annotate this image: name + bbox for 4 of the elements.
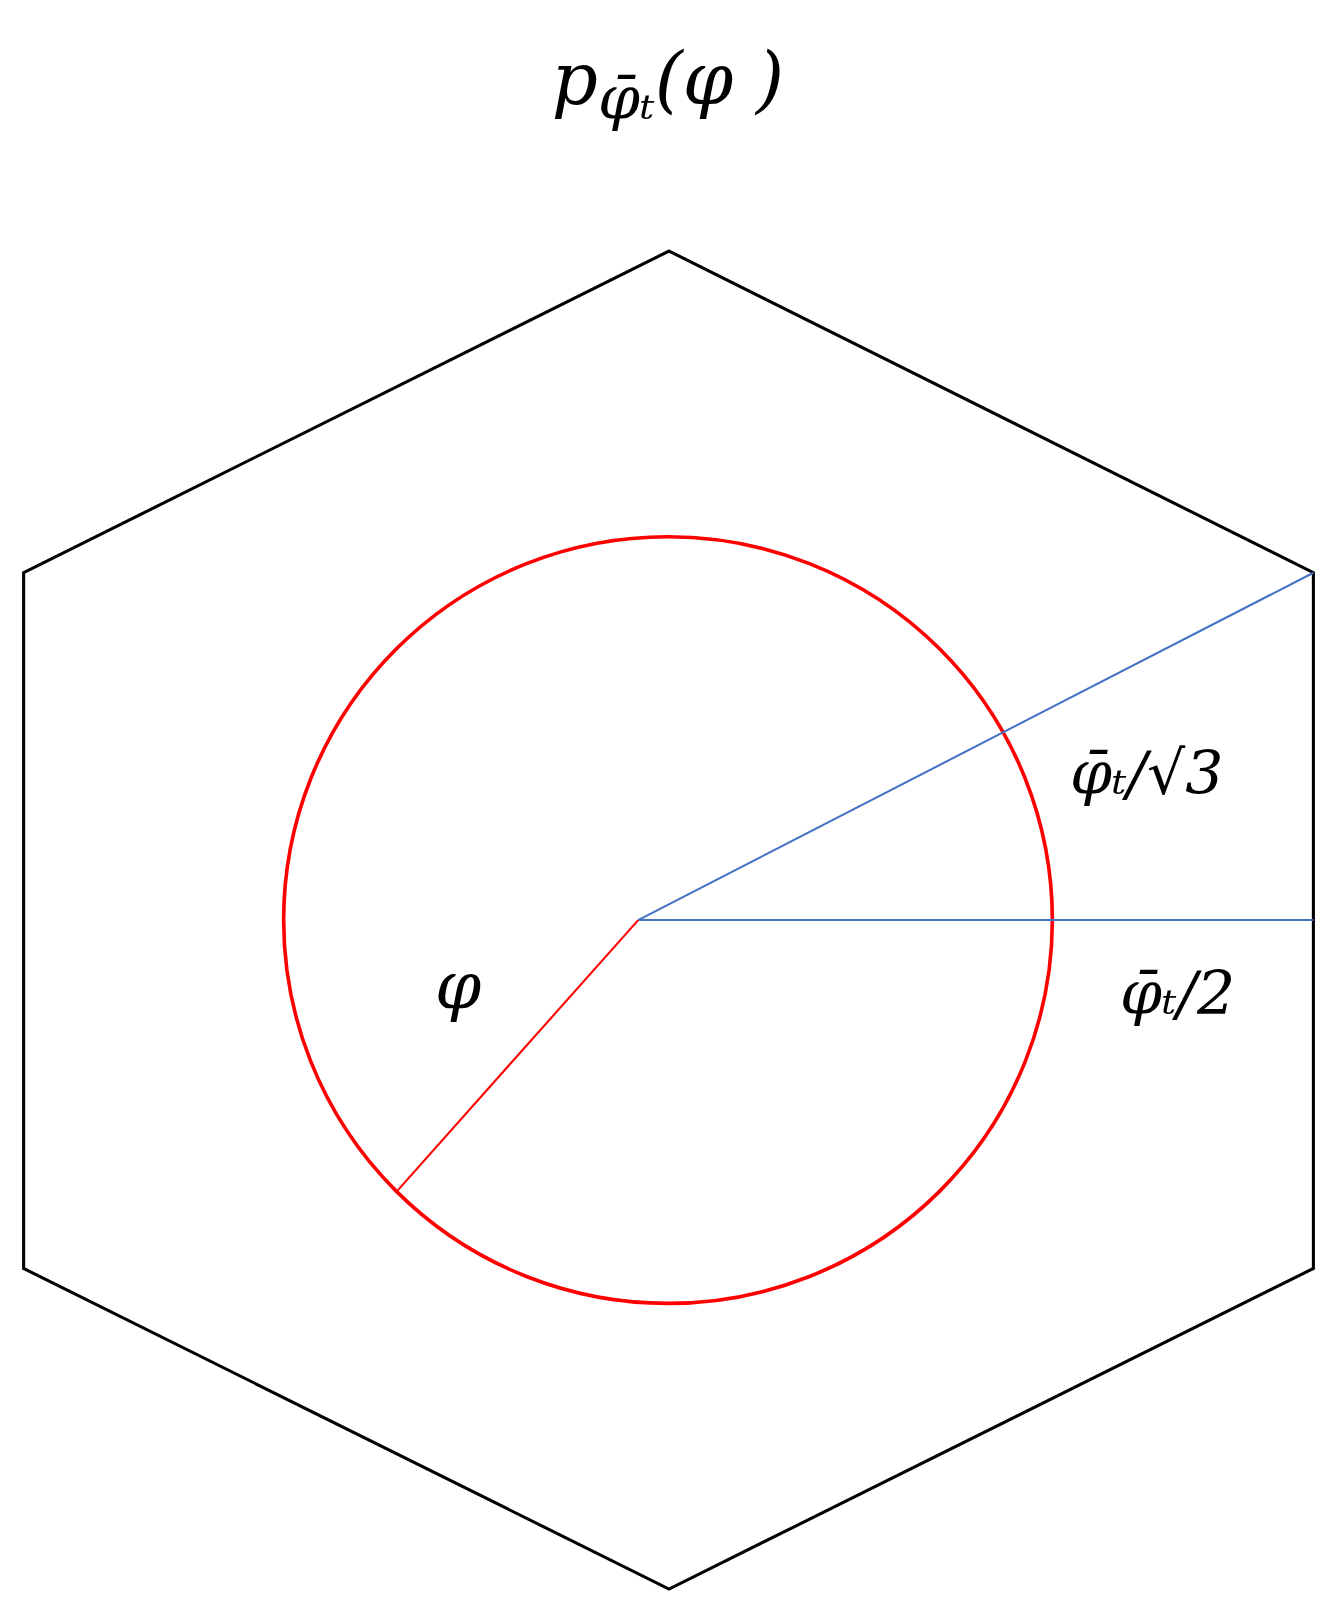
radius-label: φ [435,950,482,1023]
dimension-label: φ̄ₜ/2 [1120,960,1236,1026]
formula-title: p$_{φ̄ₜ}$(φ ) [551,40,785,132]
dimension-label: φ̄ₜ/√3 [1070,740,1224,806]
